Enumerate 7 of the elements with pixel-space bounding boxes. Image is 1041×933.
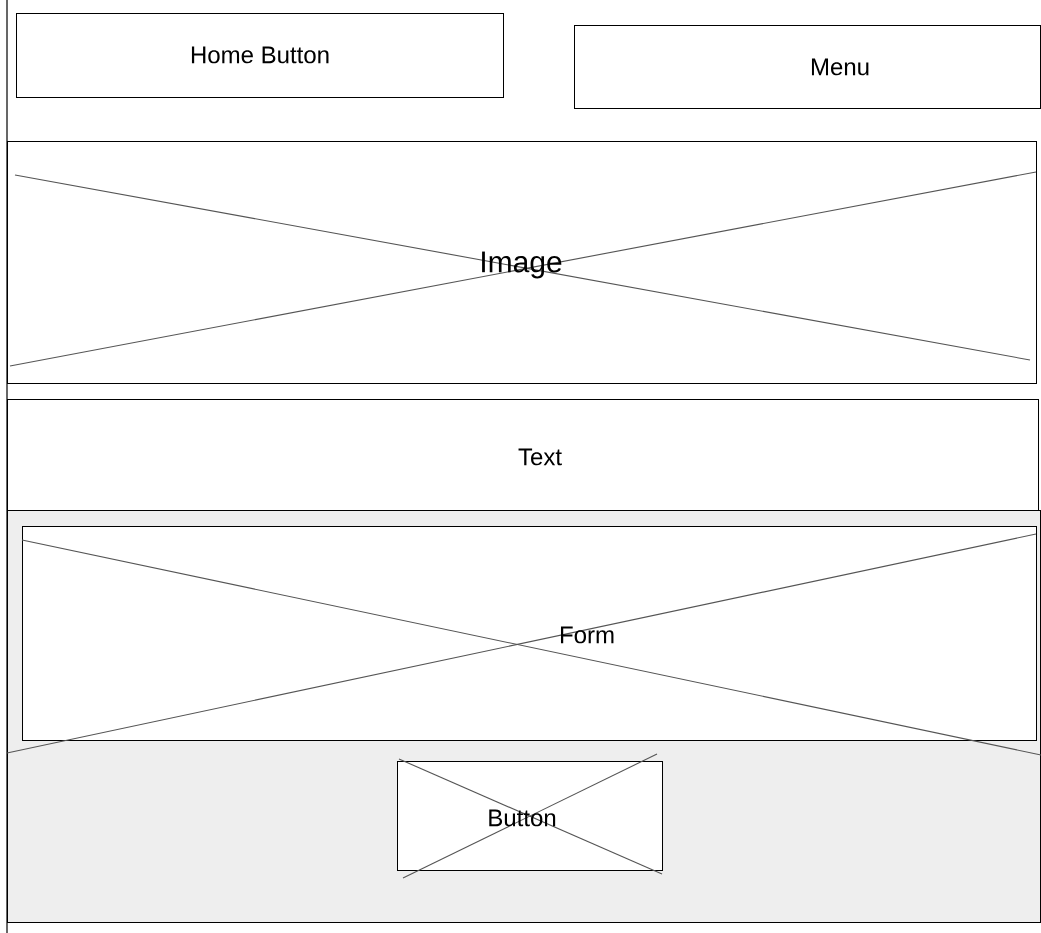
text-box — [7, 399, 1039, 511]
placeholder-label: Menu — [811, 58, 869, 76]
placeholder-label: Text — [518, 448, 562, 466]
home-button — [16, 13, 504, 98]
placeholder-label: Home Button — [191, 46, 329, 64]
placeholder-label: Form — [561, 626, 614, 644]
menu-button — [574, 25, 1041, 109]
